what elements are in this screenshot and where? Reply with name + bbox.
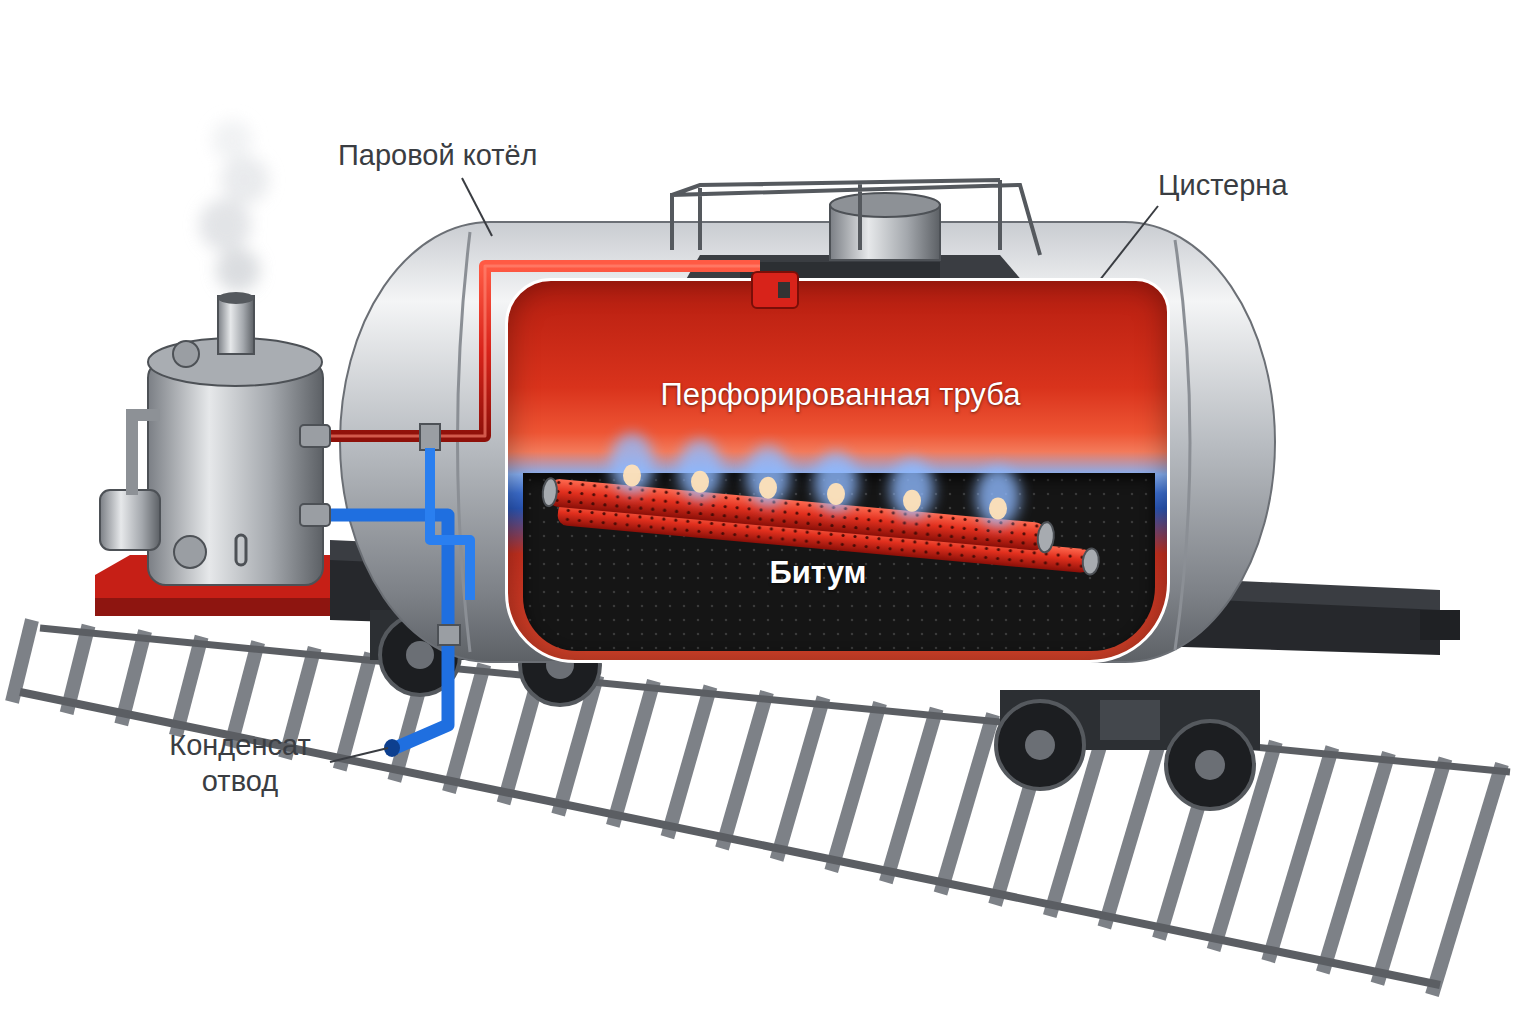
railing: [672, 180, 1040, 255]
boiler-knob: [174, 536, 206, 568]
steam-jet: [976, 467, 1020, 527]
leader-line: [462, 178, 492, 236]
steam-jet: [814, 452, 858, 512]
steam-inlet-fitting: [752, 272, 798, 308]
pipe-cap: [1036, 522, 1055, 553]
railway-tie: [613, 681, 654, 826]
steam-jet: [746, 446, 790, 506]
pipe-holes: [547, 478, 1047, 551]
railway-tie: [1104, 731, 1162, 928]
smoke-puff: [212, 120, 252, 160]
boiler-pump: [100, 490, 160, 550]
cutaway-interior: Перфорированная трубаБитум: [505, 278, 1170, 663]
steam-jet-core: [989, 498, 1007, 520]
steam-jet-core: [691, 471, 709, 493]
steam-jet: [610, 434, 654, 494]
bogie-spring: [1100, 700, 1160, 740]
bitumen-layer: Битум: [523, 473, 1155, 651]
railway-tie: [1377, 758, 1445, 983]
steam-jet-core: [827, 483, 845, 505]
boiler-window: [236, 535, 246, 565]
steam-jet-core: [903, 490, 921, 512]
wheel-hub: [406, 641, 434, 669]
railway-tie: [1323, 753, 1389, 973]
perforated-pipe: [540, 477, 1102, 576]
boiler-base-side: [95, 598, 345, 616]
hatch-top: [830, 193, 940, 217]
part-label: Паровой котёл: [338, 137, 618, 173]
rear-bogie: [996, 690, 1260, 809]
pipe-rear: [557, 501, 1092, 573]
chimney-top: [218, 292, 254, 304]
smoke: [199, 120, 269, 292]
boiler-dome: [173, 341, 199, 367]
pipe-cap: [1082, 548, 1100, 575]
railway-tie: [667, 686, 710, 837]
leader-line: [330, 748, 388, 762]
railway-tie: [230, 642, 258, 747]
tank-seam: [1175, 240, 1190, 650]
railway-tie: [940, 714, 993, 893]
part-label: Цистерна: [1158, 167, 1358, 203]
condensate-pipe: [325, 515, 448, 748]
pipe-holes: [557, 501, 1092, 573]
smoke-puff: [199, 199, 251, 251]
front-rail: [20, 692, 1440, 985]
railway-tie: [886, 709, 937, 883]
railway-tie: [777, 698, 824, 860]
railway-tie: [285, 648, 315, 759]
steam-jet: [678, 440, 722, 500]
wheel: [1166, 721, 1254, 809]
steam-jet-core: [759, 477, 777, 499]
boiler-chimney: [218, 296, 254, 354]
wheel-hub: [1025, 730, 1055, 760]
condensate-branch: [430, 448, 470, 600]
steam-jet: [890, 459, 934, 519]
railway-tie: [831, 703, 880, 871]
railway-tie: [1432, 764, 1502, 995]
pipe-cap: [542, 478, 558, 507]
railway-ties: [12, 620, 1502, 995]
wheel: [996, 701, 1084, 789]
railway-tie: [722, 692, 767, 849]
coupler: [1420, 610, 1460, 640]
railway-tie: [1268, 747, 1332, 961]
pipe-fitting: [300, 504, 330, 526]
railway-tie: [340, 653, 372, 769]
node-text: Битум: [523, 555, 1113, 591]
boiler-body: [148, 360, 323, 585]
smoke-puff: [216, 248, 260, 292]
boiler-side-pipe: [132, 415, 160, 495]
inlet-valve: [778, 282, 790, 298]
steam-jet-core: [623, 465, 641, 487]
pipe-front: [547, 478, 1047, 551]
smoke-puff: [221, 156, 269, 204]
pipe-valve: [420, 424, 440, 450]
node-text: Перфорированная труба: [508, 377, 1170, 413]
wheel-hub: [1195, 750, 1225, 780]
steam-jets: [610, 434, 1020, 527]
pipe-fitting: [300, 425, 330, 447]
pipe-clamp: [438, 625, 460, 645]
